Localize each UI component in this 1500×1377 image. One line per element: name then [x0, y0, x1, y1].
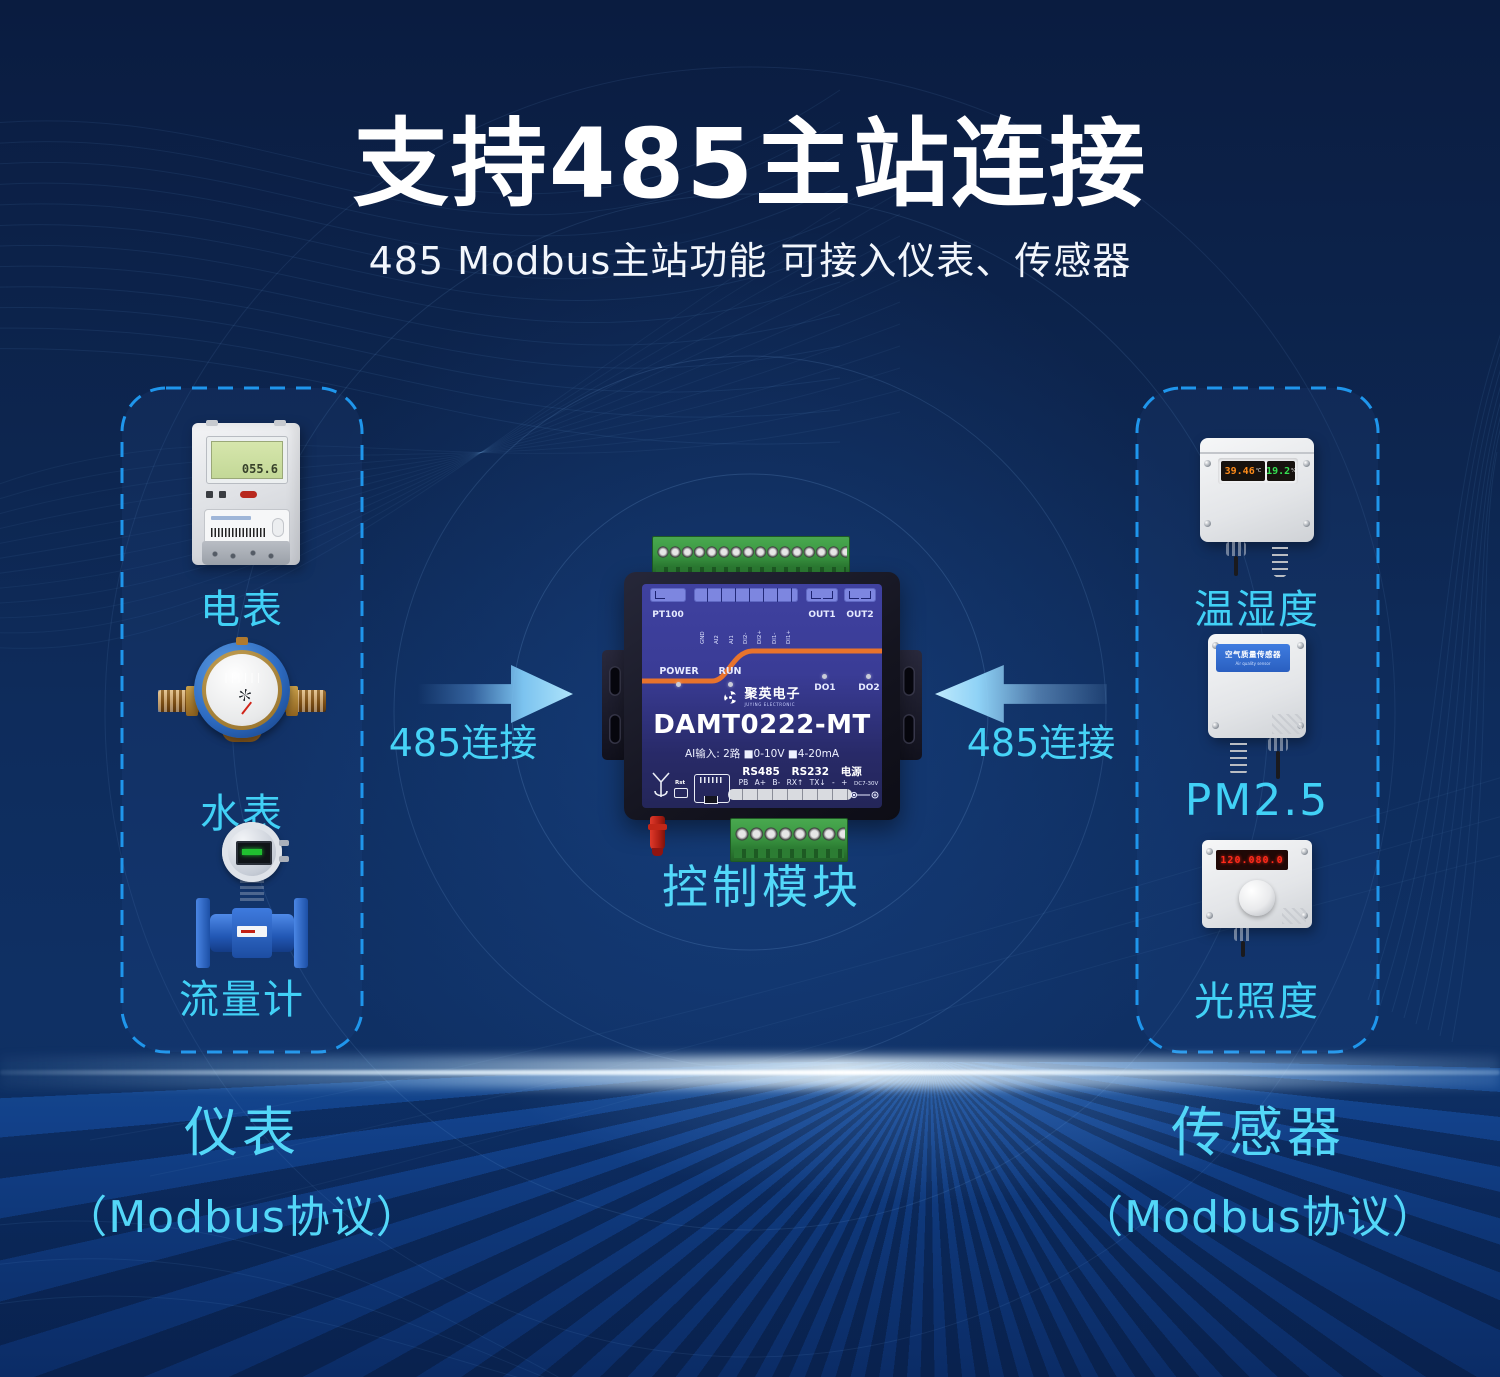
- terminal-block-bottom: [730, 818, 848, 862]
- do2-led: [866, 674, 871, 679]
- brand-logo-row: 聚英电子 JUYING ELECTRONIC: [642, 688, 882, 707]
- left-connection-label: 485连接: [388, 721, 538, 765]
- electric-meter-label-plate: [204, 509, 290, 545]
- antenna-icon: [652, 772, 670, 797]
- out2-label: OUT2: [846, 610, 874, 620]
- pt100-chip: [650, 588, 686, 602]
- label-light-intensity: 光照度: [1194, 979, 1320, 1025]
- light-sensor-value: 120.080.0: [1220, 854, 1284, 866]
- rst-label: Rst: [675, 780, 686, 786]
- do2-label: DO2: [858, 683, 880, 693]
- temperature-value: 39.46: [1224, 465, 1255, 477]
- flow-meter-display-head: [222, 822, 289, 882]
- mounting-tab-left: [602, 650, 628, 760]
- dc-voltage-label: DC7-30V: [854, 781, 879, 787]
- cable-gland: [1268, 738, 1288, 751]
- run-led-label: RUN: [718, 666, 742, 677]
- brand-name: 聚英电子: [744, 687, 801, 702]
- left-group-caption: 仪表 （Modbus协议）: [62, 1088, 422, 1245]
- ethernet-port-icon: [694, 774, 730, 804]
- label-electric-meter: 电表: [200, 587, 284, 633]
- rst-button: [674, 788, 688, 798]
- antenna-connector: [648, 816, 667, 856]
- flow-meter-image: [188, 822, 316, 970]
- temp-humidity-sensor-image: 39.46 ℃ 19.2 %: [1196, 434, 1318, 578]
- mounting-tab-right: [896, 650, 922, 760]
- temperature-unit: ℃: [1255, 468, 1262, 474]
- electric-meter-lcd-frame: 055.6: [206, 436, 288, 484]
- electric-meter-image: 055.6: [192, 420, 300, 565]
- electric-meter-terminal-cover: [202, 541, 290, 565]
- out2-chip: [844, 588, 876, 602]
- module-model: DAMT0222-MT: [653, 710, 871, 740]
- io-chip: [694, 588, 798, 602]
- power-plug-icon: [850, 791, 879, 799]
- pt100-label: PT100: [652, 610, 684, 620]
- light-sensor-image: 120.080.0: [1200, 836, 1314, 964]
- out1-label: OUT1: [808, 610, 836, 620]
- humidity-value: 19.2: [1266, 465, 1291, 477]
- water-meter-register: [220, 673, 264, 683]
- air-quality-title: 空气质量传感器: [1225, 650, 1281, 659]
- light-band: [0, 1070, 1500, 1075]
- pin-strip: [728, 789, 852, 800]
- brand-name-en: JUYING ELECTRONIC: [744, 702, 796, 707]
- run-led: [728, 682, 733, 687]
- pm25-sensor-image: 空气质量传感器 Air quality sensor: [1204, 628, 1312, 780]
- air-quality-header: 空气质量传感器 Air quality sensor: [1216, 644, 1290, 672]
- water-meter-dial: [194, 637, 290, 738]
- do1-label: DO1: [814, 683, 836, 693]
- label-temp-humidity: 温湿度: [1194, 587, 1320, 633]
- pm25-probe: [1230, 738, 1247, 778]
- barcode: [211, 528, 267, 537]
- control-module-image: PT100 GND AI2 AI1 DI2- DI2+ DI1- DI1+ OU…: [602, 520, 922, 868]
- left-caption-protocol: （Modbus协议）: [63, 1192, 421, 1243]
- power-led-label: POWER: [659, 666, 699, 677]
- air-quality-subtitle: Air quality sensor: [1235, 661, 1271, 666]
- bottom-light-rays: [0, 1062, 1500, 1377]
- label-pm25: PM2.5: [1184, 775, 1330, 826]
- power-led: [676, 682, 681, 687]
- cable-gland: [1234, 928, 1252, 941]
- pin-row-labels: PB A+ B- RX↑ TX↓ - +: [738, 778, 848, 787]
- right-caption-protocol: （Modbus协议）: [1079, 1192, 1437, 1243]
- label-flow-meter: 流量计: [179, 977, 305, 1023]
- module-faceplate: PT100 GND AI2 AI1 DI2- DI2+ DI1- DI1+ OU…: [642, 584, 882, 808]
- light-sensor-dome: [1239, 880, 1275, 916]
- light-sensor-led-display: 120.080.0: [1216, 850, 1288, 870]
- right-caption-title: 传感器: [1171, 1101, 1345, 1164]
- electric-meter-lcd: 055.6: [211, 441, 283, 479]
- water-meter-image: [158, 637, 326, 762]
- module-caption: 控制模块: [662, 860, 862, 914]
- humidity-unit: %: [1291, 468, 1296, 474]
- right-group-caption: 传感器 （Modbus协议）: [1078, 1088, 1438, 1245]
- cable-gland: [1226, 542, 1246, 556]
- port-group-labels: RS485 RS232 电源: [742, 766, 862, 778]
- page-title: 支持485主站连接: [352, 108, 1148, 220]
- orange-stripe: [642, 648, 882, 684]
- module-spec: AI输入: 2路 ■0-10V ■4-20mA: [684, 748, 840, 760]
- temp-humidity-display: 39.46 ℃ 19.2 %: [1218, 458, 1298, 484]
- brand-logo-icon: [723, 691, 737, 705]
- left-caption-title: 仪表: [184, 1101, 300, 1164]
- out1-chip: [806, 588, 838, 602]
- right-connection-label: 485连接: [966, 721, 1116, 765]
- humidity-probe: [1272, 542, 1288, 578]
- do1-led: [822, 674, 827, 679]
- page-subtitle: 485 Modbus主站功能 可接入仪表、传感器: [368, 239, 1132, 283]
- pin-labels: GND AI2 AI1 DI2- DI2+ DI1- DI1+: [700, 630, 792, 644]
